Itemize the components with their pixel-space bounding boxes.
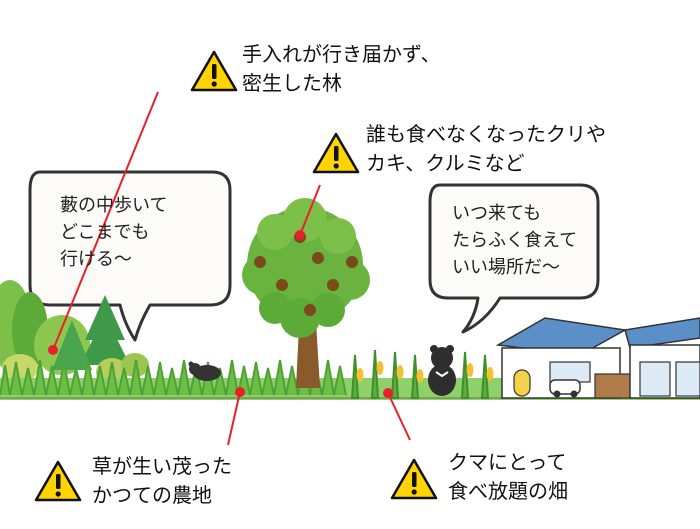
callout-farmland: 草が生い茂った かつての農地 [92, 454, 232, 507]
warning-icon [190, 50, 238, 92]
bear-icon [188, 361, 221, 381]
callout-field: クマにとって 食べ放題の畑 [448, 450, 568, 503]
bear-icon [428, 345, 456, 396]
warning-icon [390, 458, 438, 500]
pointer-lines [52, 91, 411, 446]
warning-icon [34, 460, 82, 502]
speech-bubble-left [28, 170, 232, 342]
warning-icon [312, 132, 360, 174]
corn-icon [350, 349, 494, 399]
callout-forest: 手入れが行き届かず、 密生した林 [242, 42, 441, 95]
callout-nuts: 誰も食べなくなったクリや カキ、クルミなど [366, 122, 606, 175]
fruit-tree-icon [242, 198, 370, 388]
house-icon [495, 317, 700, 399]
grass-blades [0, 359, 347, 396]
car-icon [549, 379, 581, 398]
forest-cluster [0, 280, 149, 386]
speech-bubble-left-text: 藪の中歩いて どこまでも 行ける〜 [60, 195, 168, 270]
speech-bubble-right [428, 183, 600, 334]
speech-bubble-right-text: いつ来ても たらふく食えて いい場所だ〜 [452, 203, 578, 278]
pointer-dots [48, 230, 393, 398]
